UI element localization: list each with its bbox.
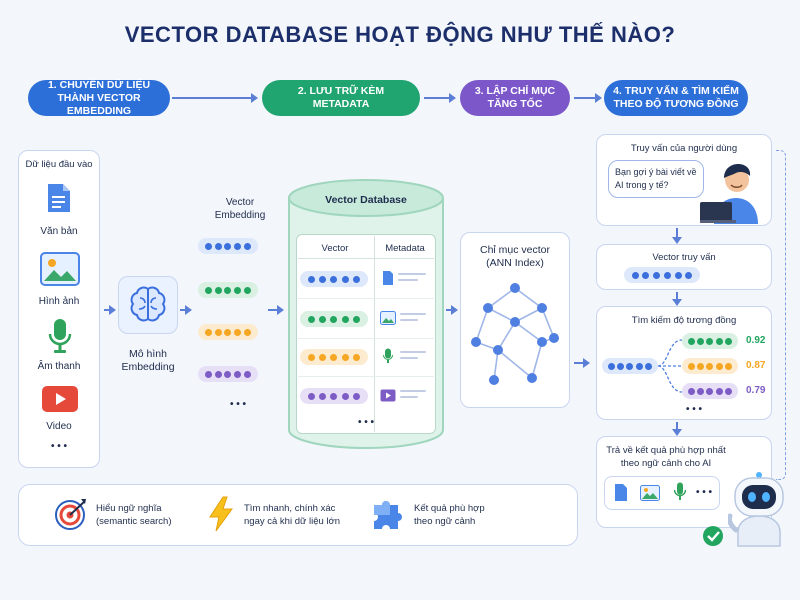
document-icon [48,184,70,212]
metadata-line [400,390,426,392]
input-label-audio: Âm thanh [37,361,81,372]
step-2: 2. LƯU TRỮ KÈM METADATA [262,80,420,116]
database-col-metadata: Metadata [385,243,425,254]
input-title: Dữ liệu đầu vào [25,159,93,170]
microphone-icon [48,319,72,353]
flow-arrow-down [672,228,682,244]
benefit-text-2: Tìm nhanh, chính xác ngay cả khi dữ liệu… [244,503,341,527]
network-graph-icon [471,283,559,385]
flow-arrow [268,305,284,315]
checkmark-icon [703,526,723,546]
lightning-icon [209,496,233,532]
database-title: Vector Database [325,194,407,206]
metadata-line [400,313,426,315]
page-title: VECTOR DATABASE HOẠT ĐỘNG NHƯ THẾ NÀO? [124,22,676,47]
database-col-vector: Vector [321,243,349,254]
query-vector [624,267,700,283]
score-green: 0.92 [746,335,766,346]
similarity-title: Tìm kiếm độ tương đồng [631,315,737,326]
document-icon [615,484,627,501]
flow-arrow-down [672,292,682,306]
step-4: 4. TRUY VẤN & TÌM KIẾM THEO ĐỘ TƯƠNG ĐỒN… [604,80,748,116]
flow-arrow [446,305,458,315]
result-vector-green [682,333,738,349]
database-table [296,234,436,434]
microphone-icon [383,348,393,363]
video-play-icon [42,386,78,412]
step-arrow [172,93,258,103]
database-more: • • • [357,417,375,428]
result-vector-purple [682,383,738,399]
user-query-title: Truy vấn của người dùng [630,143,738,154]
benefit-text-3: Kết quả phù hợp theo ngữ cảnh [414,503,485,527]
metadata-line [398,279,418,281]
metadata-line [400,351,426,353]
user-avatar-icon [700,164,758,224]
benefits-panel [18,484,578,546]
table-divider-v [374,236,375,432]
video-play-icon [380,389,396,402]
question-bubble [608,160,704,198]
input-label-video: Video [46,421,72,432]
table-divider-h [298,376,434,377]
table-row-vector [300,388,368,404]
embedding-vector-green [198,282,258,298]
microphone-icon [674,482,686,500]
result-title: Trả về kết quả phù hợp nhất theo ngữ cản… [606,445,726,469]
image-icon [640,485,660,501]
score-orange: 0.87 [746,360,766,371]
result-vector-orange [682,358,738,374]
feedback-loop [776,150,786,480]
query-vector-title: Vector truy vấn [652,252,716,263]
flow-arrow [574,358,590,368]
brain-icon [130,286,166,322]
embedding-vector-orange [198,324,258,340]
score-purple: 0.79 [746,385,766,396]
index-title: Chỉ mục vector (ANN Index) [479,244,551,269]
similarity-connectors [658,339,682,393]
table-row-vector [300,271,368,287]
input-label-text: Văn bản [40,226,78,237]
embedding-model-box [118,276,178,334]
table-row-vector [300,311,368,327]
target-icon [55,499,86,530]
metadata-line [398,273,426,275]
metadata-line [400,357,418,359]
benefit-text-1: Hiểu ngữ nghĩa (semantic search) [96,503,172,527]
embedding-model-label: Mô hình Embedding [121,348,175,373]
flow-arrow [180,305,192,315]
embedding-more: • • • [229,399,247,410]
similarity-query-vector [602,358,658,374]
step-3: 3. LẬP CHỈ MỤC TĂNG TỐC [460,80,570,116]
robot-icon [728,472,784,547]
input-more: • • • [50,441,68,452]
document-icon [383,271,393,285]
table-divider-h [298,258,434,259]
puzzle-icon [374,501,402,529]
table-row-vector [300,349,368,365]
embedding-vector-blue [198,238,258,254]
image-icon [40,252,80,286]
metadata-line [400,396,418,398]
similarity-more: • • • [685,404,703,415]
question-text: Bạn gợi ý bài viết về AI trong y tế? [615,167,697,190]
flow-arrow-down [672,422,682,436]
result-more: • • • [695,487,713,498]
flow-arrow [104,305,116,315]
step-arrow [424,93,456,103]
step-arrow [574,93,602,103]
step-1: 1. CHUYỂN DỮ LIỆU THÀNH VECTOR EMBEDDING [28,79,170,117]
input-label-image: Hình ảnh [38,296,80,307]
table-divider-h [298,298,434,299]
embedding-vector-purple [198,366,258,382]
table-divider-h [298,338,434,339]
metadata-line [400,319,418,321]
embedding-title: Vector Embedding [214,197,266,221]
image-icon [380,311,396,325]
